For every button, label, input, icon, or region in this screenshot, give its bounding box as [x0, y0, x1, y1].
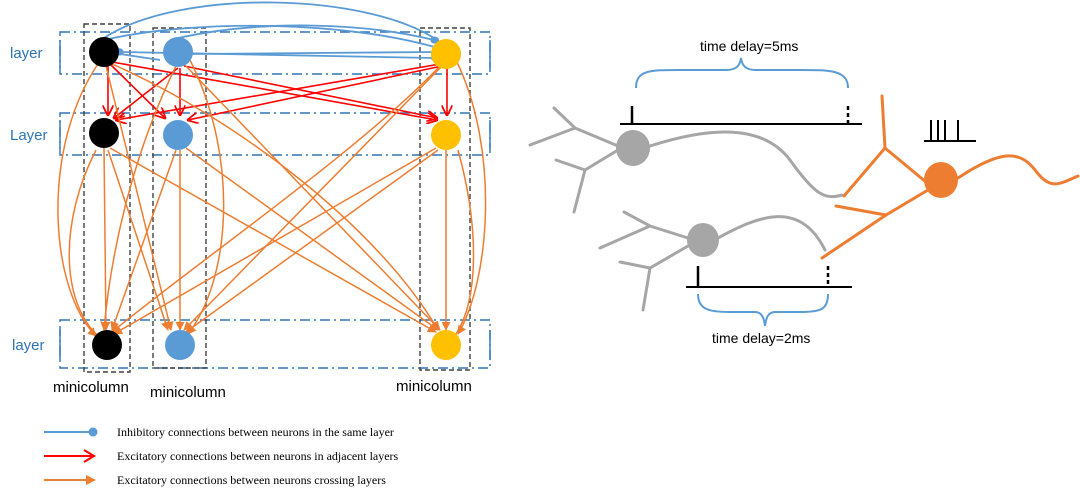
inhibitory-connections [104, 2, 440, 61]
layer-label-bottom: layer [12, 337, 45, 354]
delay-bottom-label: time delay=2ms [712, 330, 810, 346]
neuron-blue-middle [163, 120, 193, 150]
delay-top-label: time delay=5ms [700, 38, 798, 54]
minicolumn-label-2: minicolumn [150, 384, 226, 401]
network-diagram: layer Layer layer minicolumn minicolumn … [10, 2, 490, 401]
legend-label-inhibitory: Inhibitory connections between neurons i… [117, 425, 394, 439]
neuron-black-middle [89, 118, 119, 148]
neuron-yellow-middle [431, 120, 461, 150]
layer-label-middle: Layer [10, 127, 48, 144]
legend-label-adjacent: Excitatory connections between neurons i… [117, 449, 399, 463]
minicolumn-label-1: minicolumn [53, 379, 129, 396]
neuron-black-bottom [92, 330, 122, 360]
circle-end-icon [89, 428, 98, 437]
neuron-yellow-top [431, 39, 461, 69]
neuron-yellow-bottom [431, 330, 461, 360]
filled-arrow-icon [86, 475, 96, 485]
brace-top [636, 58, 848, 88]
legend-item-adjacent: Excitatory connections between neurons i… [44, 449, 399, 463]
layer-label-top: layer [10, 45, 43, 62]
neuron-black-top [89, 37, 119, 67]
neuron-blue-bottom [165, 330, 195, 360]
brace-bottom [698, 294, 828, 326]
adjacent-connections [108, 62, 447, 120]
delay-diagram: time delay=5ms time delay=2ms [530, 38, 1078, 346]
legend-label-crossing: Excitatory connections between neurons c… [117, 473, 386, 487]
spike-train-icon [924, 120, 976, 141]
presynaptic-soma-1 [616, 130, 650, 166]
legend: Inhibitory connections between neurons i… [44, 425, 399, 487]
neuron-blue-top [163, 37, 193, 67]
legend-item-inhibitory: Inhibitory connections between neurons i… [44, 425, 394, 439]
presynaptic-soma-2 [687, 223, 719, 257]
minicolumn-label-3: minicolumn [396, 378, 472, 395]
legend-item-crossing: Excitatory connections between neurons c… [44, 473, 386, 487]
postsynaptic-soma [924, 162, 958, 198]
